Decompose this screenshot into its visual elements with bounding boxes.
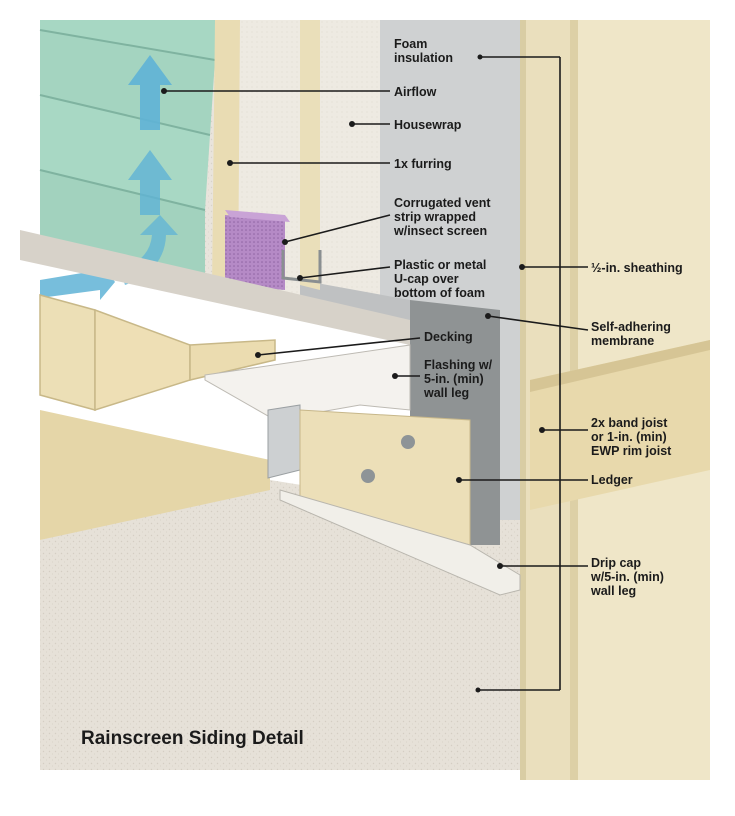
flashing [204,344,411,421]
vent-strip [225,215,285,290]
vent-strip-top [225,210,290,222]
ledger-bolt-1 [401,435,415,449]
label-foam-insulation: Foam insulation [394,37,454,65]
deck-joist [40,410,270,540]
deck-boards [39,294,276,412]
furring-strip-2 [300,20,320,290]
label-drip-cap: Drip cap w/5-in. (min) wall leg [591,556,664,598]
label-furring: 1x furring [394,157,452,171]
sheathing-edge [520,20,526,780]
leader-lines [164,56,589,691]
deck-surface-shadow [20,230,410,345]
band-joist-top [530,340,710,392]
label-ledger: Ledger [591,473,633,487]
label-u-cap: Plastic or metal U-cap over bottom of fo… [394,258,487,300]
drip-cap [279,489,521,596]
label-housewrap: Housewrap [394,118,462,132]
label-flashing: Flashing w/ 5-in. (min) wall leg [424,358,493,400]
joist-hanger [267,404,301,479]
label-sheathing: ½-in. sheathing [591,261,683,275]
diagram-title: Rainscreen Siding Detail [81,728,304,749]
label-airflow: Airflow [394,85,437,99]
band-joist [530,340,710,510]
airflow-arrows [40,55,178,300]
stucco-ground [40,480,520,770]
label-membrane: Self-adhering membrane [591,320,671,348]
ledger-bolt-2 [361,469,375,483]
label-vent-strip: Corrugated vent strip wrapped w/insect s… [394,196,491,238]
label-decking: Decking [424,330,473,344]
label-band-joist: 2x band joist or 1-in. (min) EWP rim joi… [591,416,672,458]
leader-dots [161,54,545,693]
